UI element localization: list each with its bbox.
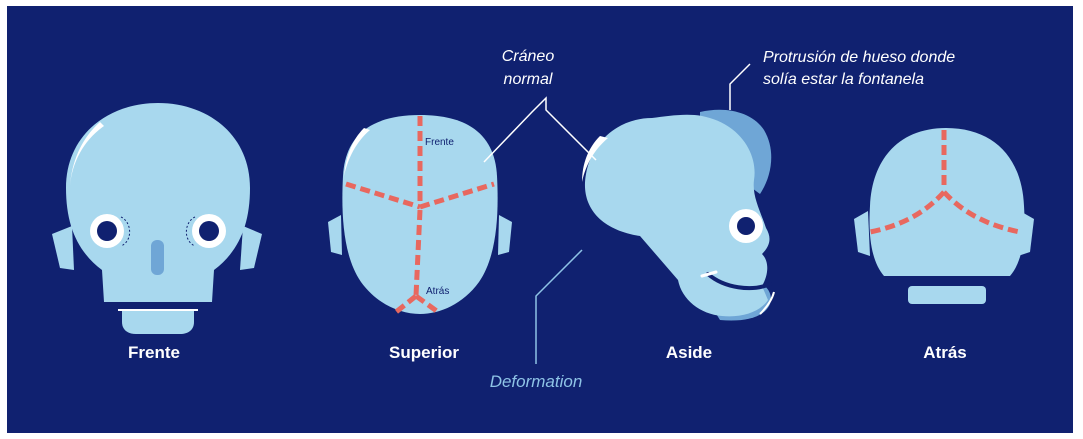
- front-right-eye: [199, 221, 219, 241]
- front-left-eye: [97, 221, 117, 241]
- normal-skull-callout-line2: normal: [504, 71, 553, 88]
- protrusion-callout-line2: solía estar la fontanela: [763, 71, 924, 88]
- protrusion-callout-line1: Protrusión de hueso donde: [763, 49, 955, 66]
- back-jaw: [908, 286, 986, 304]
- front-view-label: Frente: [128, 343, 180, 362]
- back-cranium: [870, 128, 1025, 276]
- deformation-callout-label: Deformation: [490, 372, 583, 391]
- top-back-marker: Atrás: [426, 286, 449, 297]
- side-view-label: Aside: [666, 343, 712, 362]
- back-view-label: Atrás: [923, 343, 966, 362]
- normal-skull-callout-line1: Cráneo: [502, 48, 555, 65]
- front-jaw: [122, 311, 194, 334]
- front-nose: [151, 240, 164, 275]
- side-eye: [737, 217, 755, 235]
- top-front-marker: Frente: [425, 137, 454, 148]
- top-view-label: Superior: [389, 343, 459, 362]
